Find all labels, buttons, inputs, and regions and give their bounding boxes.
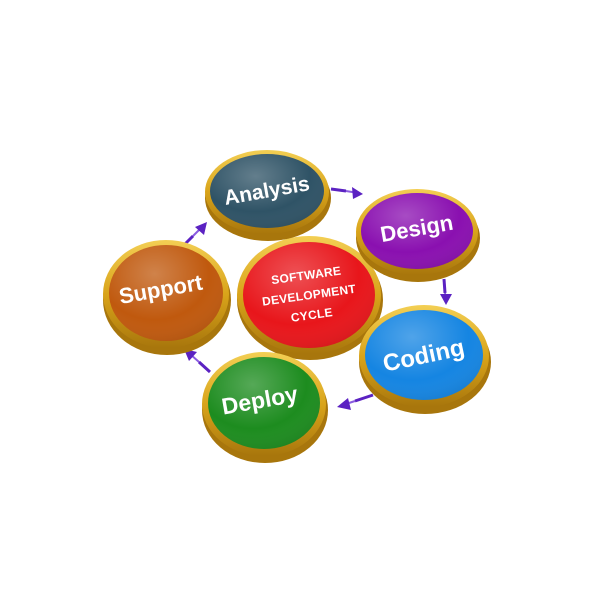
stage-analysis-disc: Analysis xyxy=(205,150,331,241)
arrow-design-to-coding-icon xyxy=(440,278,452,305)
center-title-line-3: CYCLE xyxy=(290,305,334,325)
arrow-analysis-to-design-icon xyxy=(330,187,363,199)
stage-design-disc: Design xyxy=(356,189,480,282)
arrow-deploy-to-support-icon xyxy=(184,349,212,374)
arrow-coding-to-deploy-icon xyxy=(337,393,374,410)
arrow-support-to-analysis-icon xyxy=(181,222,207,248)
center-disc: SOFTWARE DEVELOPMENT CYCLE xyxy=(237,236,383,360)
stage-coding-disc: Coding xyxy=(359,305,491,414)
stage-support-disc: Support xyxy=(103,240,231,355)
stage-deploy-disc: Deploy xyxy=(202,352,328,463)
